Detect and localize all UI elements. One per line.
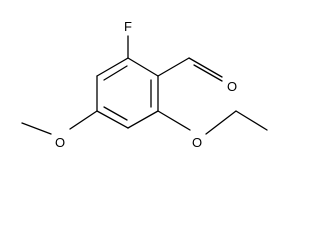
fluorine-label: F [124,19,132,34]
ring-bond-c4-c5-inner [103,106,128,121]
bond-c2-cho [157,57,190,77]
ring-bond-c3-c4 [127,110,159,129]
bond-c3-o [157,110,191,131]
bond-cho-o-outer [188,57,223,78]
benzene-ring [96,57,159,129]
ring-bond-c6-c1 [96,57,129,77]
bond-o-ch2 [205,110,237,135]
bond-c5-o [69,110,98,130]
ring-bond-c4-c5 [96,110,129,129]
aldehyde-oxygen-label: O [227,79,237,94]
ring-bond-c1-c2 [127,57,159,77]
aldehyde-group: O [157,57,237,94]
bond-cho-o-inner [193,64,223,82]
ethoxy-group: O [157,110,268,150]
bond-o-ch3 [21,122,52,135]
fluorine-substituent: F [124,19,132,59]
methoxy-oxygen-label: O [55,135,65,150]
ring-bond-c6-c1-inner [103,65,128,81]
bond-ch2-ch3 [235,110,268,131]
chemical-structure-diagram: F O O O [21,19,268,150]
ethoxy-oxygen-label: O [192,135,202,150]
methoxy-group: O [21,110,98,150]
